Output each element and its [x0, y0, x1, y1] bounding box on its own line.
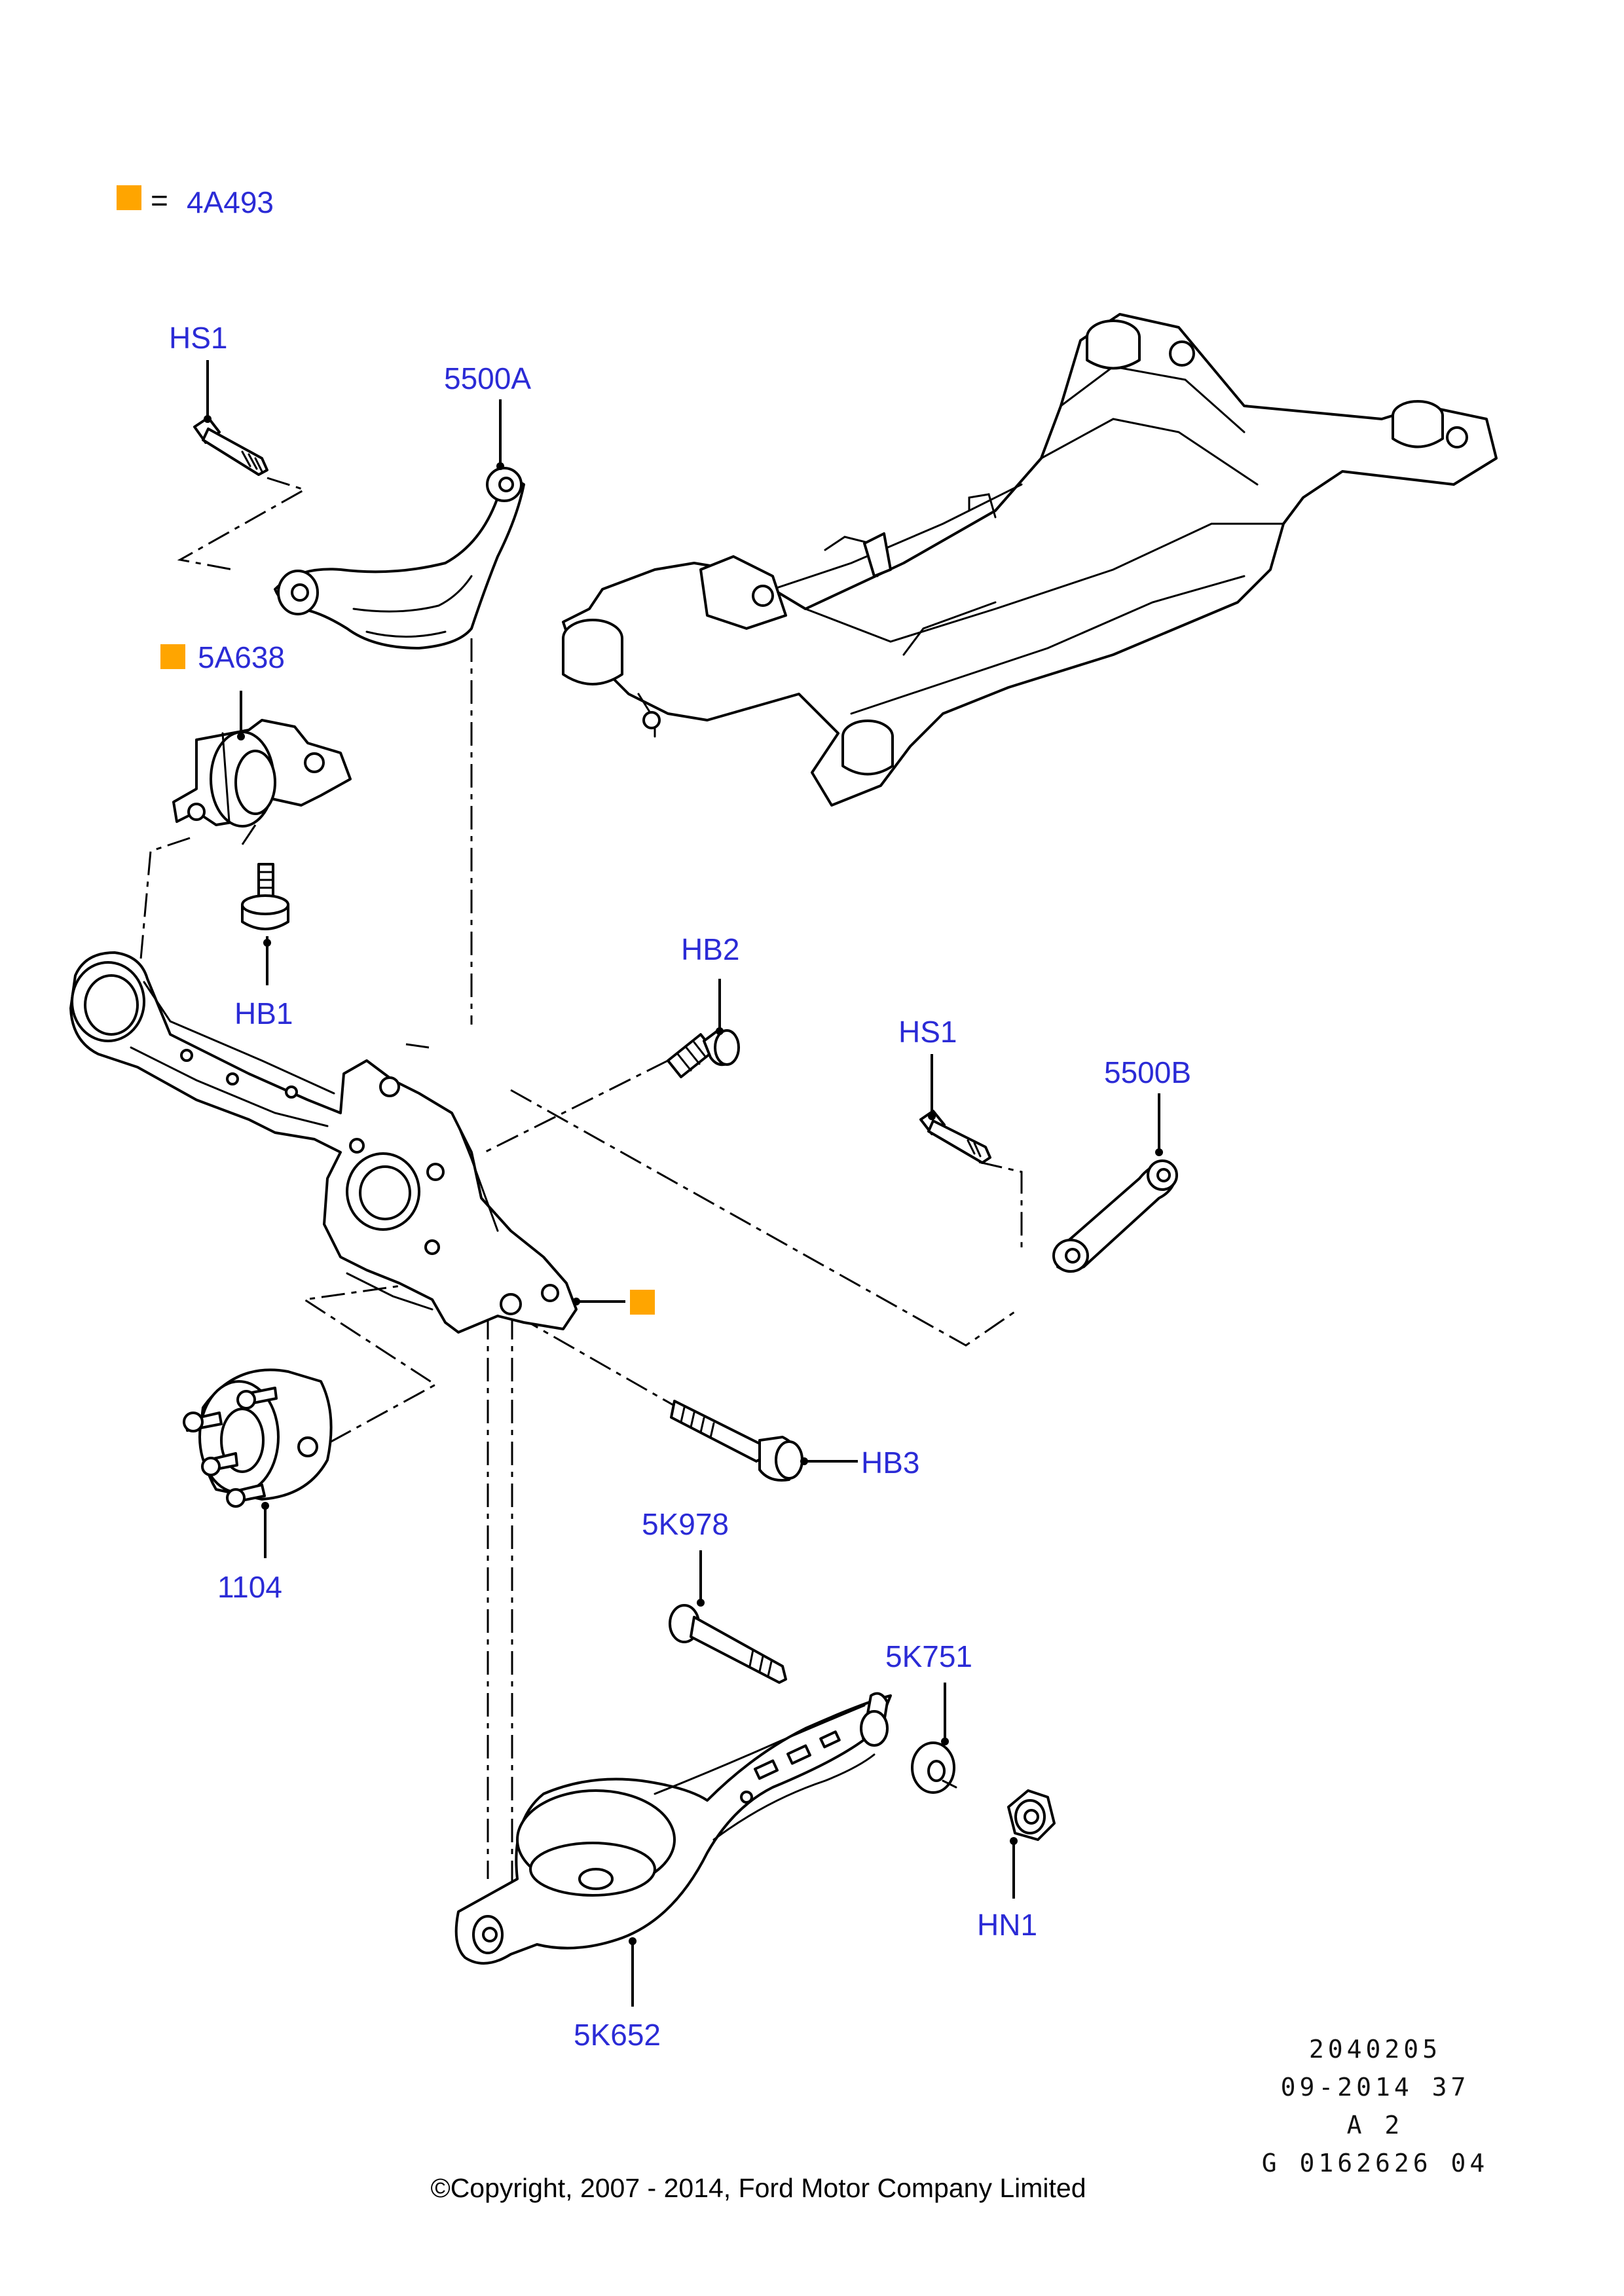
label-5a638: 5A638 — [198, 640, 285, 674]
legend-code: 4A493 — [187, 185, 274, 219]
label-hn1: HN1 — [977, 1908, 1037, 1942]
label-5k652: 5K652 — [574, 2018, 661, 2052]
meta-line-3: A 2 — [1347, 2111, 1404, 2140]
copyright-notice: ©Copyright, 2007 - 2014, Ford Motor Comp… — [430, 2173, 1086, 2203]
label-5500b: 5500B — [1104, 1055, 1191, 1089]
label-hb3: HB3 — [861, 1446, 919, 1480]
bolt-5k978 — [669, 1604, 787, 1684]
label-1104: 1104 — [217, 1570, 282, 1604]
leader-lines — [204, 360, 1163, 2007]
upper-arm-5500a — [274, 467, 525, 649]
hub-1104 — [183, 1368, 333, 1508]
bolt-hb3 — [670, 1400, 803, 1482]
meta-line-2: 09-2014 37 — [1281, 2073, 1470, 2102]
diagram-meta: 2040205 09-2014 37 A 2 G 0162626 04 — [1262, 2035, 1489, 2178]
part-labels: HS1 5500A 5A638 HB1 HB2 HS1 5500B HB3 11… — [160, 321, 1191, 2052]
label-hb1: HB1 — [234, 996, 293, 1030]
legend: = 4A493 — [117, 183, 274, 219]
label-hs1-right: HS1 — [898, 1015, 957, 1049]
washer-5k751 — [911, 1741, 957, 1794]
label-hb2: HB2 — [681, 932, 739, 966]
label-hs1-top: HS1 — [169, 321, 227, 355]
bolt-hb1 — [241, 863, 289, 930]
label-5k978: 5K978 — [642, 1507, 729, 1541]
link-5500b — [1052, 1159, 1178, 1273]
knuckle-trailing-arm — [69, 951, 578, 1334]
nut-hn1 — [1007, 1789, 1056, 1841]
meta-line-1: 2040205 — [1309, 2035, 1441, 2064]
label-5500a: 5500A — [444, 361, 531, 395]
marker-4a493-knuckle — [630, 1290, 655, 1315]
bolt-hb2 — [667, 1029, 740, 1078]
bracket-5a638 — [172, 719, 352, 828]
bolt-hs1-top — [193, 416, 268, 476]
marker-5a638 — [160, 644, 185, 669]
legend-marker — [117, 185, 141, 210]
meta-line-4: G 0162626 04 — [1262, 2149, 1489, 2178]
bolt-hs1-right — [919, 1110, 991, 1164]
legend-equals: = — [151, 183, 168, 217]
label-5k751: 5K751 — [885, 1639, 972, 1673]
lower-arm-5k652 — [454, 1692, 892, 1965]
subframe-assembly — [562, 313, 1498, 807]
